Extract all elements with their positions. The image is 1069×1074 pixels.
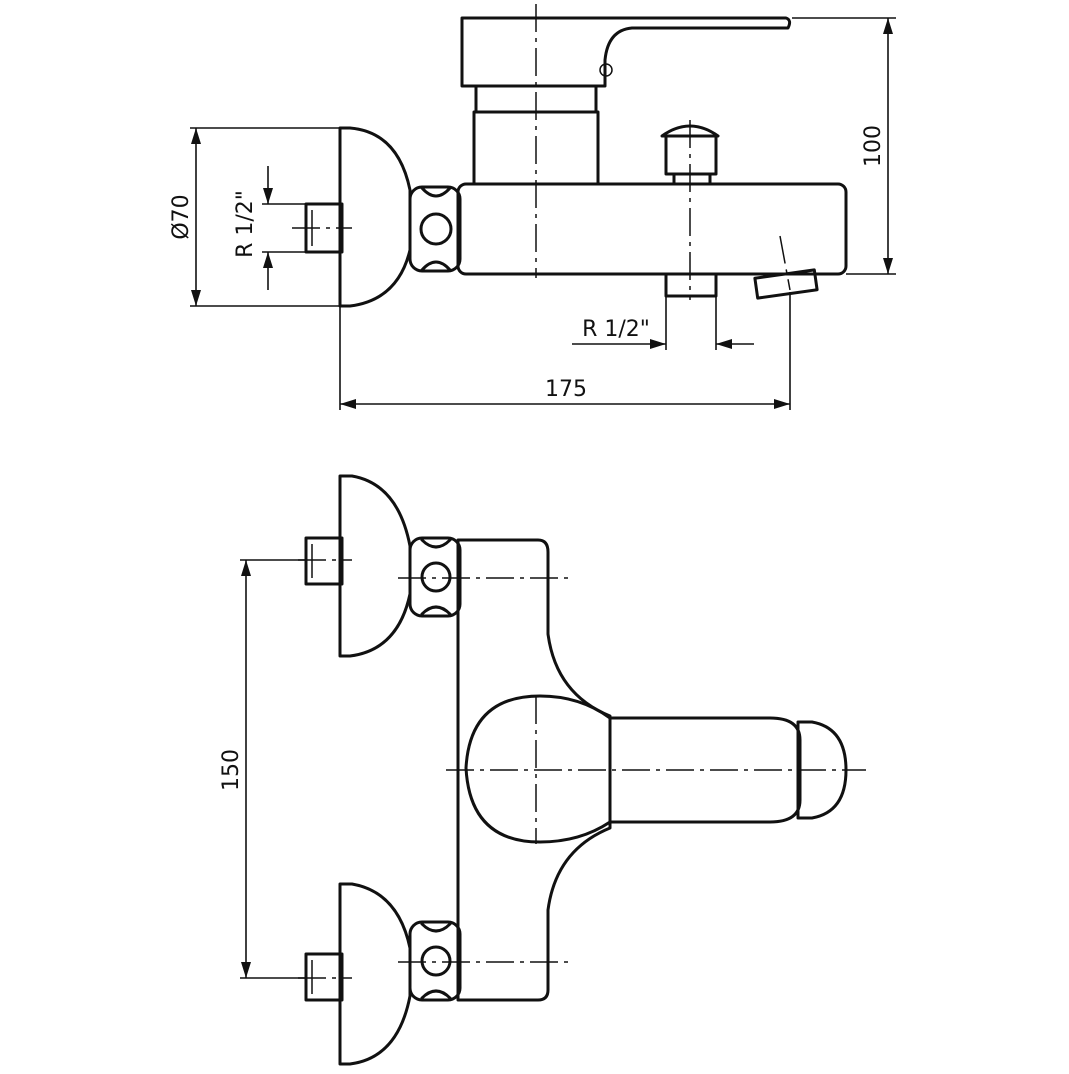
side-view: Ø70 R 1/2" R 1/2" 175 100 <box>169 4 896 410</box>
dim-width-label: 175 <box>545 377 587 402</box>
connection-nut-side <box>408 185 462 273</box>
inlet-stub-top <box>304 536 344 586</box>
top-view: 150 <box>219 474 866 1066</box>
connection-nut-top <box>408 536 462 618</box>
dim-thread-outlet-label: R 1/2" <box>582 317 650 342</box>
diverter-knob <box>660 124 720 186</box>
dim-center-distance-label: 150 <box>219 749 244 791</box>
wall-rosette-bottom <box>338 882 412 1066</box>
dim-height-label: 100 <box>861 125 886 167</box>
dim-diameter-label: Ø70 <box>169 194 194 239</box>
wall-rosette-side <box>338 126 412 308</box>
inlet-stub-bottom <box>304 952 344 1002</box>
outlet-connection <box>664 272 718 298</box>
lever-handle-top <box>464 694 802 844</box>
lever-handle-side <box>460 16 792 88</box>
connection-nut-bottom <box>408 920 462 1002</box>
mixer-body-side <box>456 182 848 276</box>
mixer-body-top <box>456 538 612 1002</box>
dim-thread-inlet-label: R 1/2" <box>233 190 258 258</box>
aerator <box>753 268 819 300</box>
wall-rosette-top <box>338 474 412 658</box>
